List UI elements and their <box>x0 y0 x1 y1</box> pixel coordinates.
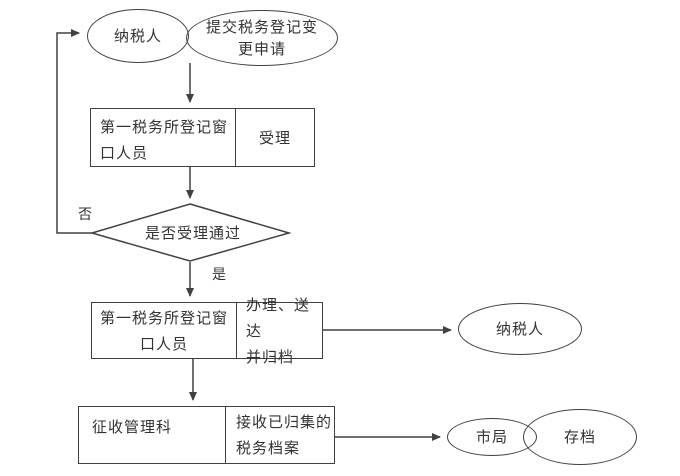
node-collection-step: 征收管理科 接收已归集的 税务档案 <box>78 406 335 464</box>
node-submit-application: 提交税务登记变 更申请 <box>186 10 338 66</box>
edge-decision-no-to-start <box>56 29 92 234</box>
node-taxpayer-result: 纳税人 <box>458 303 582 355</box>
node-collection-action-cell: 接收已归集的 税务档案 <box>225 407 334 463</box>
node-accept-action-cell: 受理 <box>235 109 314 166</box>
node-accept-role-cell: 第一税务所登记窗 口人员 <box>91 109 235 166</box>
node-handle-role: 第一税务所登记窗 口人员 <box>99 308 228 353</box>
node-handle-action-cell: 办理、送达 并归档 <box>236 296 322 366</box>
node-city-bureau: 市局 <box>447 418 537 456</box>
edge-label-yes: 是 <box>212 267 227 283</box>
node-collection-role-cell: 征收管理科 <box>79 407 225 463</box>
node-accept-role: 第一税务所登记窗 口人员 <box>100 118 229 162</box>
node-taxpayer-start-label: 纳税人 <box>113 27 162 45</box>
node-handle-action: 办理、送达 并归档 <box>246 295 311 366</box>
node-collection-role: 征收管理科 <box>92 418 173 436</box>
node-taxpayer-start: 纳税人 <box>87 9 189 63</box>
edge-label-no: 否 <box>78 207 93 223</box>
decision-diamond-shape <box>89 203 292 262</box>
node-accept-action: 受理 <box>258 128 291 147</box>
node-archive: 存档 <box>523 409 637 465</box>
node-city-bureau-label: 市局 <box>475 428 508 446</box>
node-archive-label: 存档 <box>563 428 596 446</box>
node-submit-application-label: 提交税务登记变 更申请 <box>205 18 318 58</box>
node-handle-role-cell: 第一税务所登记窗 口人员 <box>92 303 236 358</box>
node-accept-step: 第一税务所登记窗 口人员 受理 <box>90 108 315 167</box>
node-taxpayer-result-label: 纳税人 <box>495 320 544 338</box>
decision-label: 是否受理通过 <box>144 224 241 242</box>
node-collection-action: 接收已归集的 税务档案 <box>236 413 333 457</box>
node-handle-step: 第一税务所登记窗 口人员 办理、送达 并归档 <box>91 296 323 366</box>
